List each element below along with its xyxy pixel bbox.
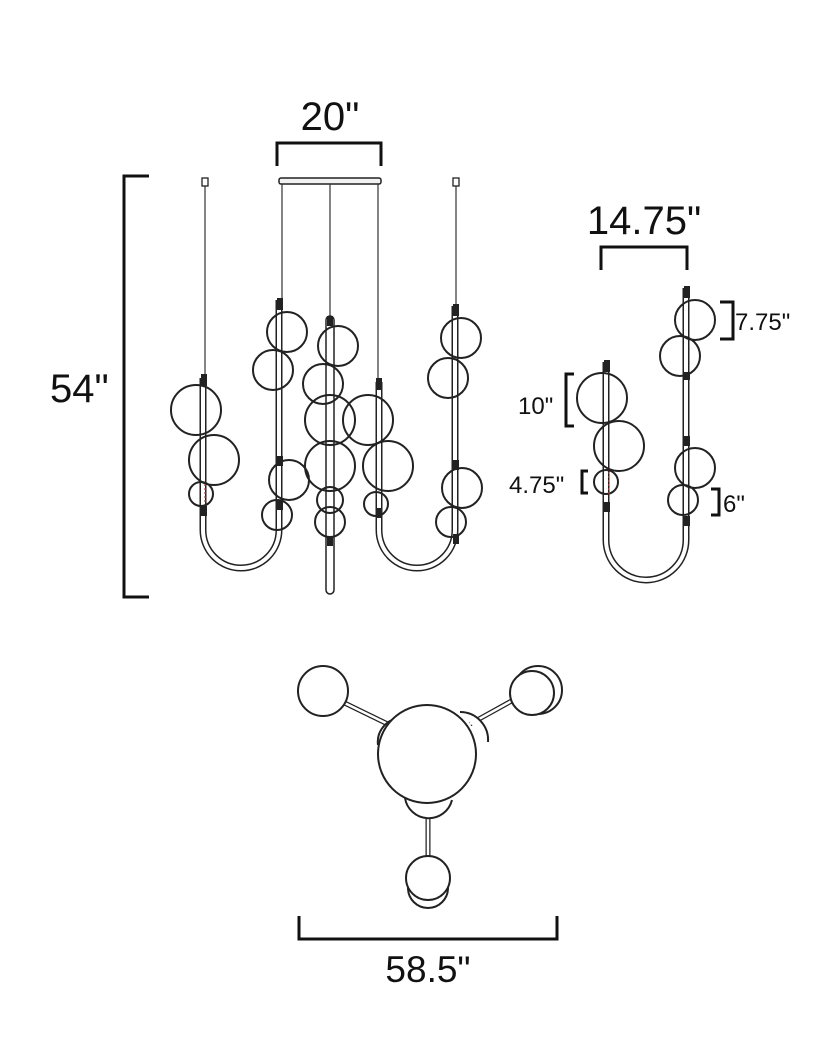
- canopy-width-bracket: [275, 141, 383, 166]
- lower-pair-label: 6": [723, 491, 745, 518]
- center-pendant-tube: [325, 315, 335, 595]
- single-pendant-elevation: [576, 286, 716, 584]
- front-globes: [170, 311, 483, 538]
- front-elevation: [170, 177, 483, 595]
- suspension-cables: [204, 184, 457, 380]
- pendant-width-bracket: [599, 245, 689, 270]
- top-pair-bracket: [720, 300, 735, 341]
- plan-globes: [297, 665, 555, 901]
- pendant-width-label: 14.75": [587, 199, 701, 243]
- connectors: [201, 298, 459, 546]
- top-pair-label: 7.75": [735, 309, 790, 336]
- upper-pair-label: 10": [518, 393, 553, 420]
- overall-diameter-bracket: [297, 916, 559, 941]
- plan-view: [297, 665, 563, 909]
- small-globe-label: 4.75": [509, 472, 564, 499]
- lower-pair-bracket: [711, 487, 721, 517]
- dimension-brackets: [122, 141, 735, 941]
- canopy-plate: [278, 177, 382, 185]
- overall-diameter-label: 58.5": [385, 949, 470, 990]
- single-pendant-tube: [602, 288, 690, 584]
- canopy-width-label: 20": [301, 95, 360, 139]
- overall-height-bracket: [122, 174, 149, 599]
- overall-height-label: 54": [50, 367, 109, 411]
- right-pendant-tube: [375, 306, 459, 572]
- small-globe-bracket: [580, 469, 588, 495]
- upper-pair-bracket: [564, 372, 574, 428]
- single-pendant-globes: [576, 299, 716, 516]
